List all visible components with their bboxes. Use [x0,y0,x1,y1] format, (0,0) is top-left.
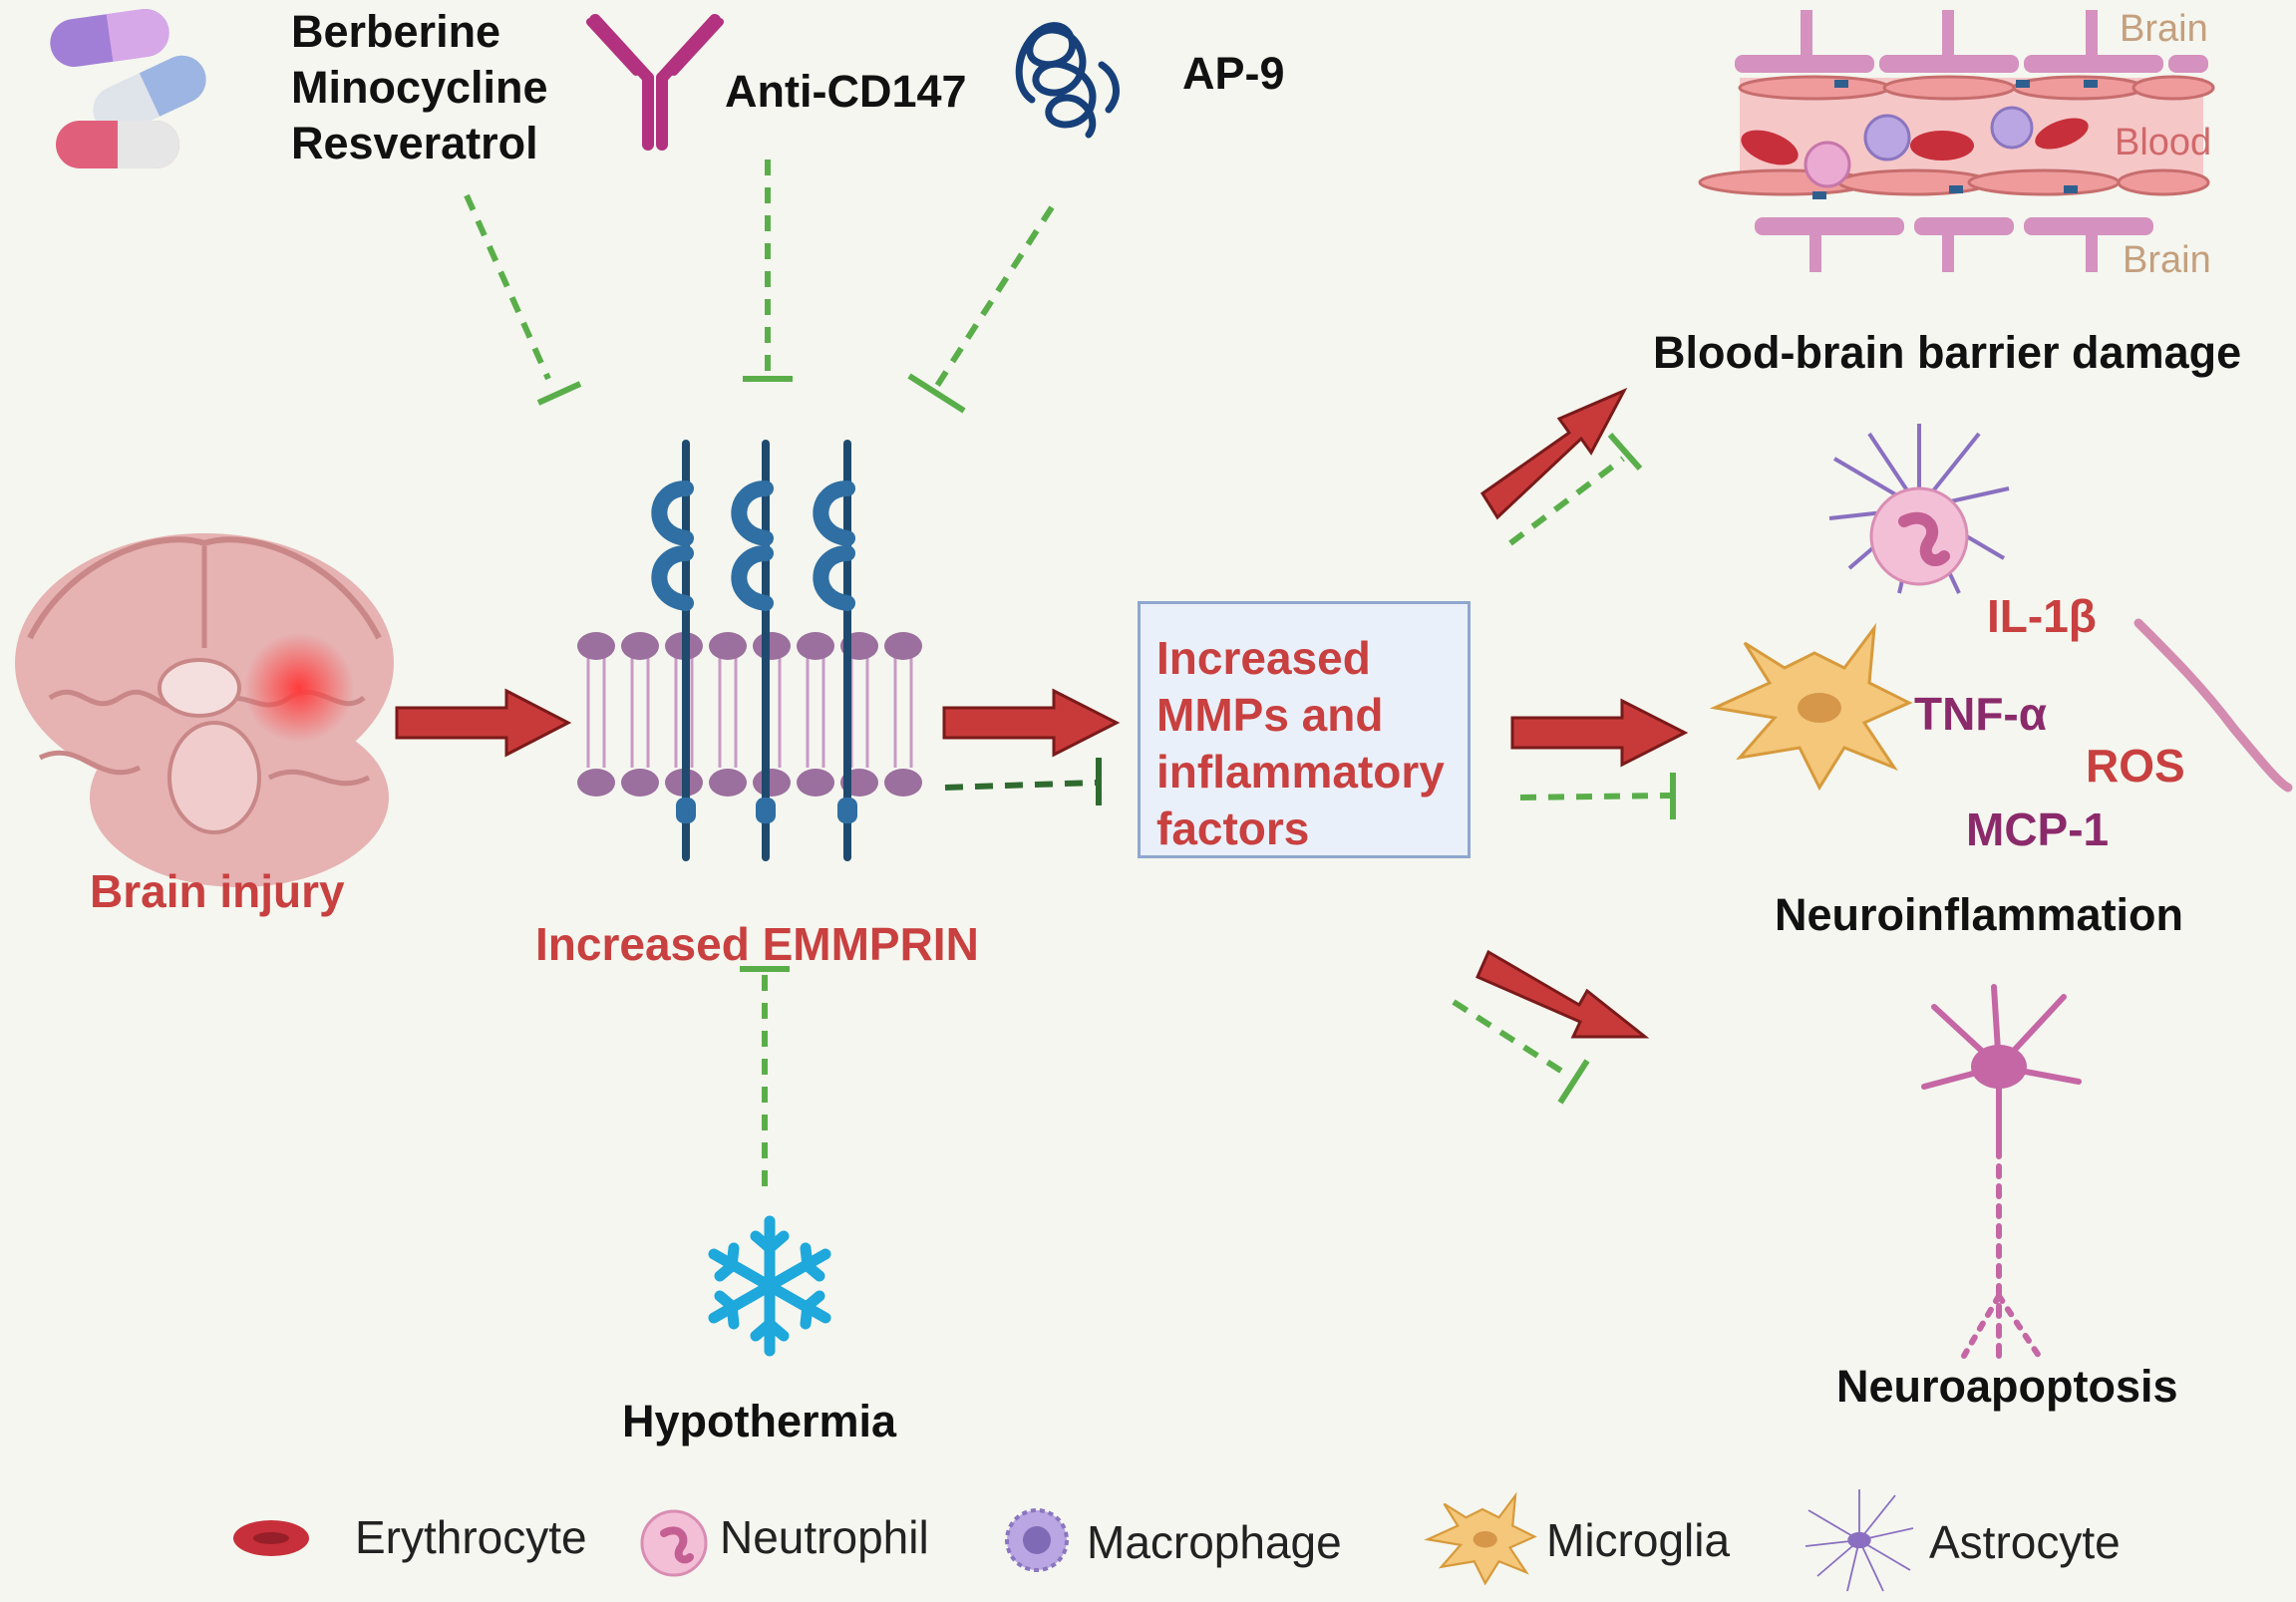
peptide-icon [1015,22,1120,139]
snowflake-icon [708,1215,831,1357]
mmp-line-4: factors [1156,802,1310,854]
inhibition-line-emmprin-mmp [944,758,1102,805]
mmp-line-2: MMPs and [1156,689,1384,741]
neuroinflammation-title: Neuroinflammation [1775,889,2184,940]
bbb-brain-bottom-label: Brain [2123,239,2211,281]
bbb-brain-top-label: Brain [2120,8,2208,50]
fiber-icon [2133,618,2293,793]
arrow-brain-to-emmprin [395,688,572,758]
mmp-line-3: inflammatory [1156,746,1445,798]
arrow-emmprin-to-mmp [942,688,1121,758]
bbb-illustration [1698,10,2215,272]
legend-macrophage-icon [1005,1508,1069,1572]
factor-ros: ROS [2086,740,2185,792]
neuroapoptosis-title: Neuroapoptosis [1836,1361,2178,1412]
legend-erythrocyte-icon [233,1520,309,1556]
neuron-icon [1921,984,2082,1359]
inhibition-lines-top [464,160,1055,414]
hypothermia-label: Hypothermia [622,1396,897,1446]
peptide-label: AP-9 [1182,48,1285,99]
arrow-to-neuroapoptosis [1476,949,1650,1039]
legend-microglia-label: Microglia [1546,1514,1731,1566]
inhibition-lines-right [1452,433,1676,1105]
mmp-line-1: Increased [1156,632,1371,684]
emmprin-membrane-icon [577,440,922,861]
legend-astrocyte-icon [1804,1488,1914,1592]
legend-neutrophil-icon [640,1509,708,1577]
factor-il1b: IL-1β [1987,590,2097,642]
emmprin-label: Increased EMMPRIN [535,918,979,970]
legend-astrocyte-label: Astrocyte [1929,1516,2121,1568]
factor-tnfa: TNF-α [1914,688,2048,740]
legend-microglia-icon [1424,1491,1537,1586]
activation-arrows [395,387,1689,1039]
neutrophil-icon [1869,486,1969,586]
antibody-label: Anti-CD147 [725,66,967,117]
factor-mcp1: MCP-1 [1966,803,2110,855]
brain-icon [15,533,394,887]
drug-resveratrol: Resveratrol [291,118,538,168]
arrow-mmp-to-neuroinflammation [1510,698,1689,768]
antibody-icon [586,14,724,151]
bbb-title: Blood-brain barrier damage [1653,327,2242,378]
bbb-blood-label: Blood [2115,122,2212,163]
drug-berberine: Berberine [291,6,501,57]
neuron-body [1971,1045,2027,1089]
capsules-icon [50,8,206,168]
brain-injury-label: Brain injury [90,865,345,917]
inhibition-line-hypothermia [740,966,790,1186]
legend-macrophage-label: Macrophage [1087,1516,1342,1568]
mmp-factors-box: Increased MMPs and inflammatory factors [1138,601,1471,858]
mmp-factors-text: Increased MMPs and inflammatory factors [1156,630,1476,857]
microglia-icon [1709,622,1913,792]
legend-neutrophil-label: Neutrophil [720,1511,929,1563]
arrow-to-bbb [1479,387,1628,520]
drug-minocycline: Minocycline [291,62,548,113]
legend-erythrocyte-label: Erythrocyte [355,1511,587,1563]
